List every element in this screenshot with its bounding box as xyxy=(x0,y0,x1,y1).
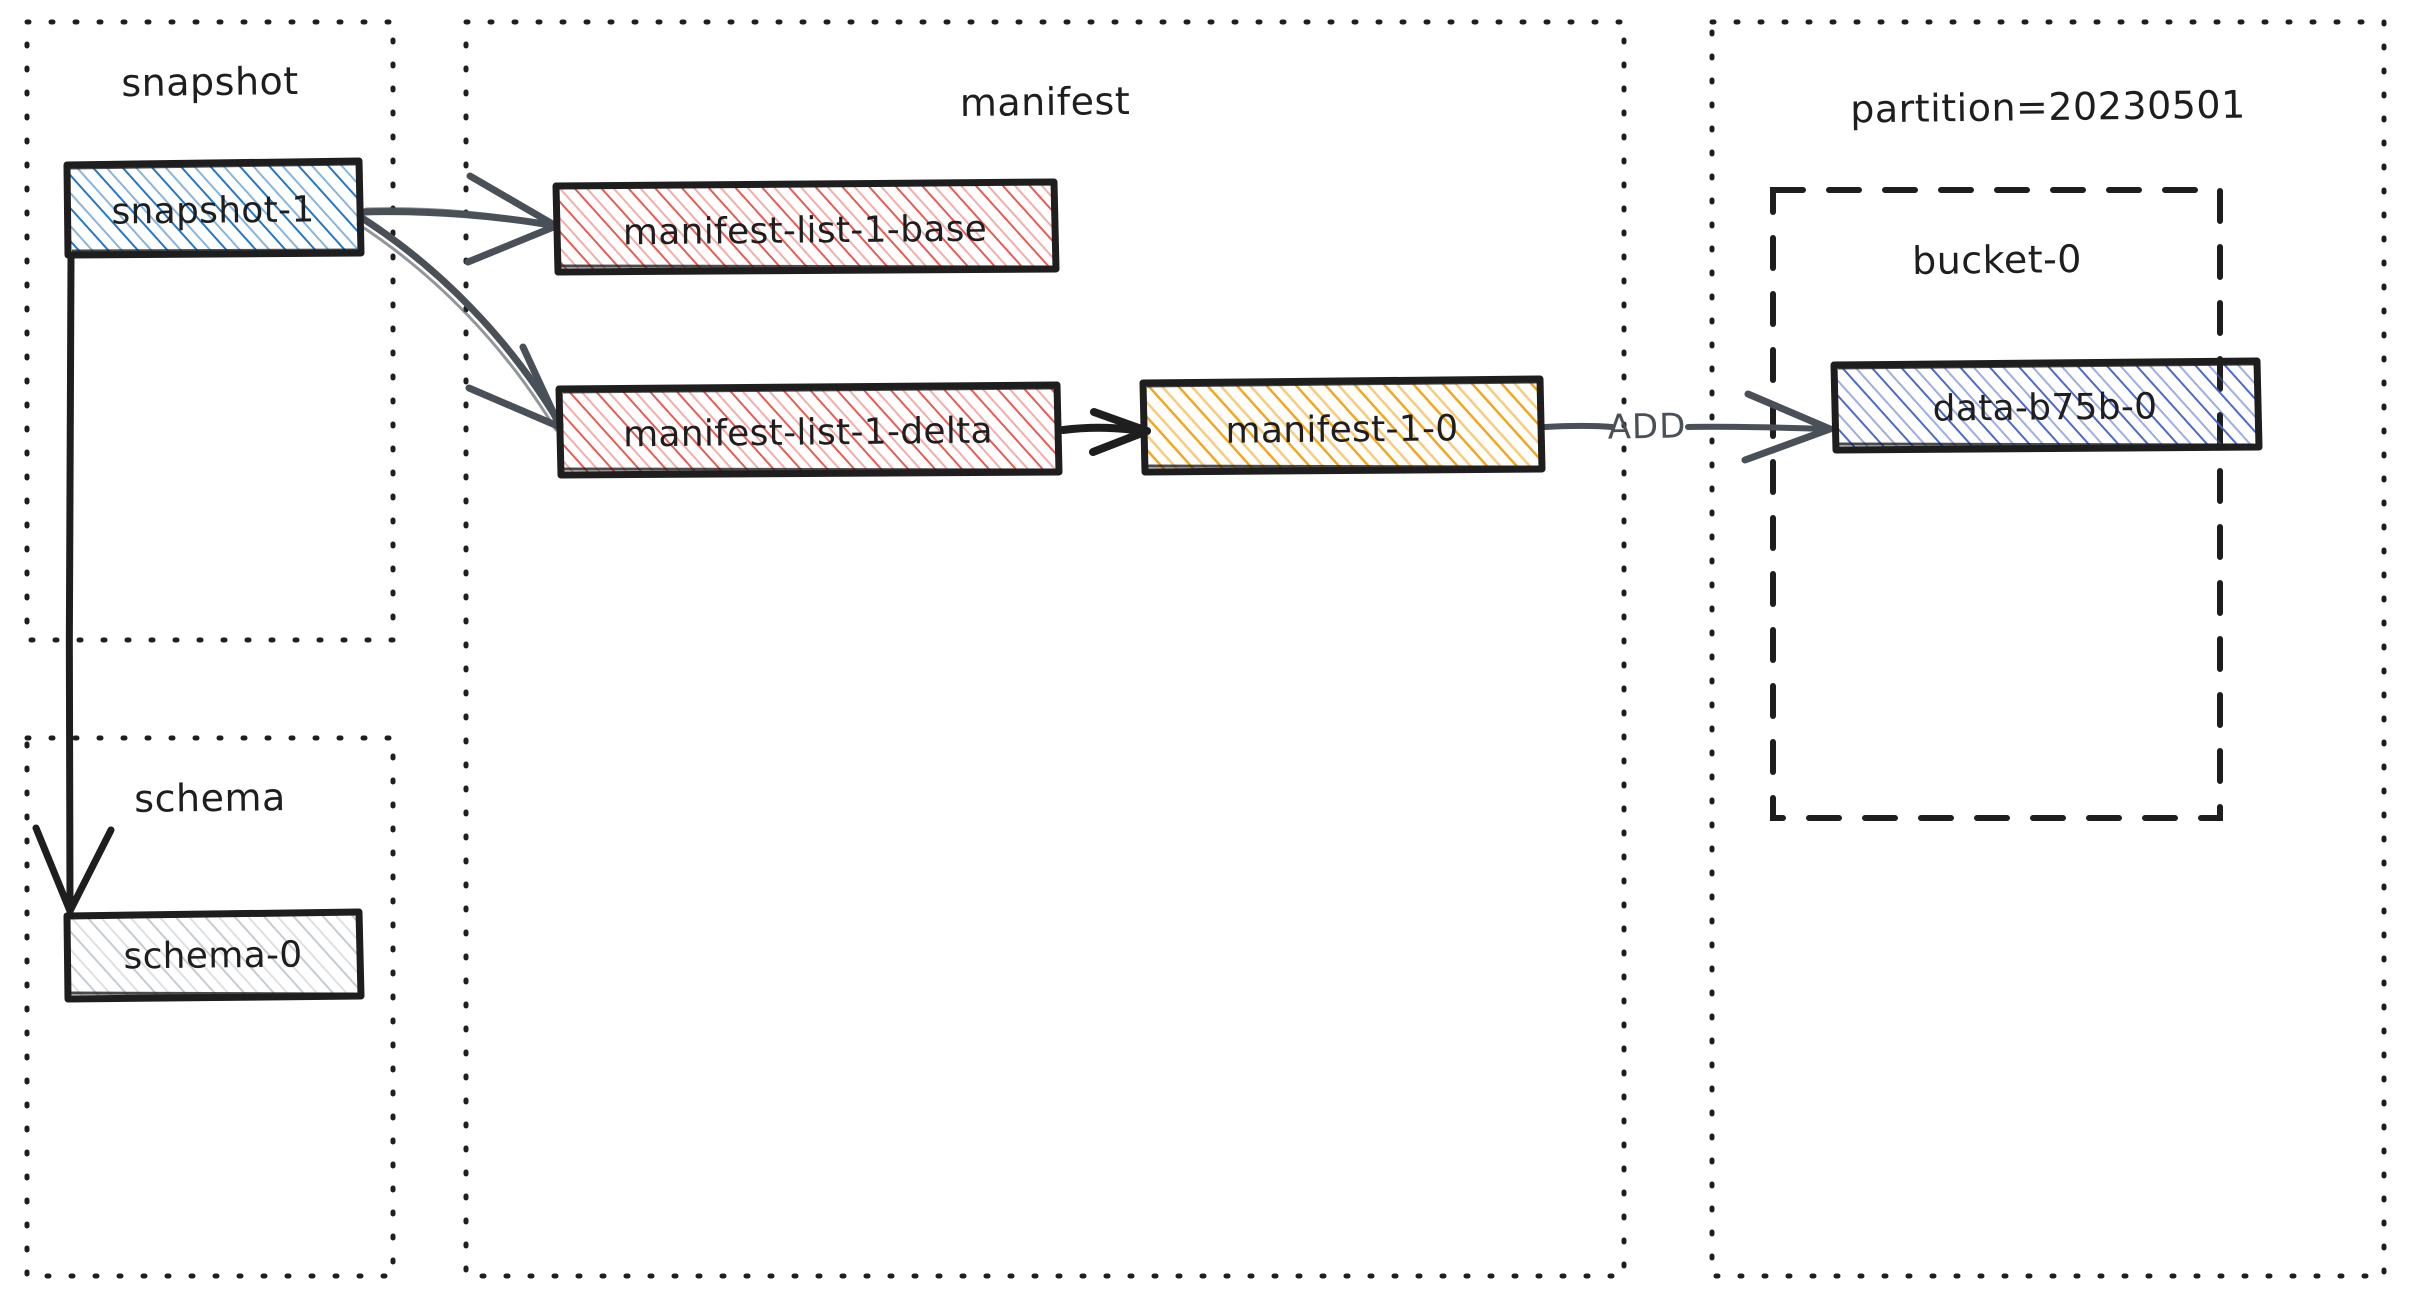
edge-manifest-to-data xyxy=(1542,390,1834,464)
group-bucket-container xyxy=(1770,187,2223,821)
node-manifest-list-1-base[interactable] xyxy=(552,178,1060,276)
group-manifest-container xyxy=(463,19,1627,1279)
group-snapshot-container xyxy=(24,19,396,643)
edge-manifest-list-delta-to-manifest xyxy=(1059,408,1151,456)
edge-snapshot-to-manifest-list-delta xyxy=(356,214,564,432)
node-manifest-list-1-delta[interactable] xyxy=(555,381,1063,479)
node-snapshot-1[interactable] xyxy=(63,157,365,259)
group-schema-container xyxy=(24,735,396,1279)
edge-snapshot-to-manifest-list-base xyxy=(359,172,560,266)
group-partition-container xyxy=(1709,19,2387,1279)
edge-snapshot-to-schema xyxy=(32,254,115,915)
node-manifest-1-0[interactable] xyxy=(1139,375,1546,476)
node-data-b75b-0[interactable] xyxy=(1830,357,2263,454)
node-schema-0[interactable] xyxy=(63,908,365,1003)
